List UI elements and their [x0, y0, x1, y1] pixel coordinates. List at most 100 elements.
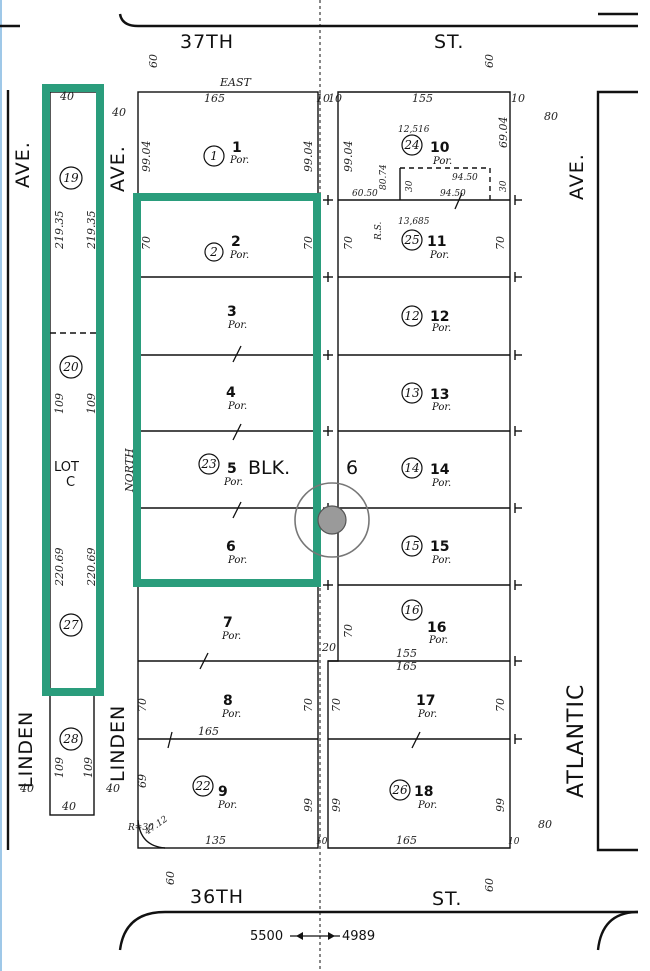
dim-109-d: 109: [82, 757, 95, 778]
lot-16-number: 16: [427, 620, 446, 636]
dim-69-04: 69.04: [497, 117, 510, 149]
dim-10-bottom-a: 10: [316, 837, 328, 847]
dim-165-mid: 165: [396, 660, 417, 673]
dim-109-b: 109: [85, 393, 98, 414]
linden-right-label: LINDEN: [107, 705, 129, 782]
lot-9-por: Por.: [217, 800, 237, 811]
dim-80-bottom: 80: [538, 818, 552, 831]
lot-15-number: 15: [430, 539, 449, 555]
dim-70-h: 70: [330, 698, 343, 712]
dim-99-04-b: 99.04: [302, 141, 315, 173]
dim-60-bottom-left: 60: [164, 871, 177, 885]
ave-right-label: AVE.: [566, 153, 588, 200]
street-37th: 37TH: [180, 31, 234, 53]
street-37th-st: ST.: [434, 31, 464, 53]
highlight-lots-2-6: [133, 193, 321, 587]
dim-155-mid: 155: [396, 647, 417, 660]
lot-1-number: 1: [232, 140, 242, 156]
dim-60-top-left: 60: [147, 54, 160, 68]
atlantic-label: ATLANTIC: [564, 684, 589, 798]
dim-94-50-b: 94.50: [440, 189, 466, 199]
dim-99-c: 99: [494, 798, 507, 812]
dim-10-top-right: 10: [511, 92, 525, 105]
ave-left-label: AVE.: [12, 141, 34, 188]
circle-14: 14: [404, 461, 419, 475]
36th-street-curve-right: [596, 910, 639, 951]
left-circles: [59, 134, 423, 801]
dim-135-bottom: 135: [205, 834, 226, 847]
dim-20-mid: 20: [321, 641, 336, 654]
circle-12: 12: [404, 309, 419, 323]
lot-4-number: 4: [226, 385, 236, 401]
lot-9-number: 9: [218, 784, 228, 800]
linden-left-label: LINDEN: [15, 711, 37, 788]
dim-10-bottom-b: 10: [508, 837, 520, 847]
rs-label: R.S.: [374, 222, 384, 241]
area-13685: 13,685: [398, 217, 430, 227]
street-36th-st: ST.: [432, 888, 462, 910]
scale-right: 4989: [342, 929, 375, 944]
lot-5-number: 5: [227, 461, 237, 477]
lot-5-por: Por.: [223, 477, 243, 488]
scale-arrow-right: [328, 932, 335, 940]
highlight-strip: [42, 84, 104, 696]
dim-70-e: 70: [342, 624, 355, 638]
lot-11-number: 11: [427, 234, 446, 250]
circle-27: 27: [62, 618, 79, 632]
circle-15: 15: [404, 539, 419, 553]
lot-3-number: 3: [227, 304, 237, 320]
dim-219-35-b: 219.35: [85, 211, 98, 251]
dim-109-c: 109: [53, 757, 66, 778]
lot-10-dashed: [400, 167, 491, 200]
dim-99-b: 99: [330, 798, 343, 812]
lot-16-por: Por.: [428, 635, 448, 646]
lot-4-por: Por.: [227, 401, 247, 412]
lot-10-por: Por.: [432, 156, 452, 167]
radius-label: R=30: [127, 823, 154, 833]
dim-10-top-b: 10: [328, 92, 342, 105]
block-label: BLK.: [248, 457, 290, 479]
dim-80-74: 80.74: [379, 164, 389, 190]
circle-19: 19: [63, 171, 79, 185]
dim-70-a: 70: [140, 236, 153, 250]
lot-6-number: 6: [226, 539, 236, 555]
lot-17-number: 17: [416, 693, 435, 709]
dim-10-top-a: 10: [316, 92, 330, 105]
lot-7-por: Por.: [221, 631, 241, 642]
block-number: 6: [346, 457, 358, 479]
circle-23: 23: [200, 457, 217, 471]
circle-24: 24: [403, 138, 419, 152]
dim-70-i: 70: [494, 698, 507, 712]
dim-109-a: 109: [53, 393, 66, 414]
location-ring: [294, 482, 370, 558]
dim-70-c: 70: [342, 236, 355, 250]
lot-18-number: 18: [414, 784, 433, 800]
lot-15-por: Por.: [431, 555, 451, 566]
dim-80-right: 80: [544, 110, 558, 123]
dim-60-50: 60.50: [352, 189, 378, 199]
lot-2-number: 2: [231, 234, 241, 250]
dim-155-top-right: 155: [412, 92, 433, 105]
lot-3-por: Por.: [227, 320, 247, 331]
lot-13-number: 13: [430, 387, 449, 403]
dim-30-a: 30: [405, 180, 415, 192]
dim-40-bottom: 40: [61, 800, 76, 813]
dim-165-top-left: 165: [204, 92, 225, 105]
lot-11-por: Por.: [429, 250, 449, 261]
lot-c-letter: C: [66, 475, 75, 490]
dim-40-linden-right: 40: [105, 782, 120, 795]
dim-99-04-a: 99.04: [140, 141, 153, 173]
lot-13-por: Por.: [431, 402, 451, 413]
circle-20: 20: [62, 360, 79, 374]
dim-220-69-b: 220.69: [85, 548, 98, 588]
lot-14-number: 14: [430, 462, 450, 478]
dim-220-69-a: 220.69: [53, 548, 66, 588]
atlantic-edge: [596, 90, 638, 852]
dim-30-b: 30: [499, 180, 509, 192]
street-36th: 36TH: [190, 886, 244, 908]
location-marker[interactable]: [317, 505, 347, 535]
dim-219-35-a: 219.35: [53, 211, 66, 251]
ave-mid-label: AVE.: [107, 145, 129, 192]
lot-6-por: Por.: [227, 555, 247, 566]
dim-40-strip-top: 40: [59, 90, 74, 103]
